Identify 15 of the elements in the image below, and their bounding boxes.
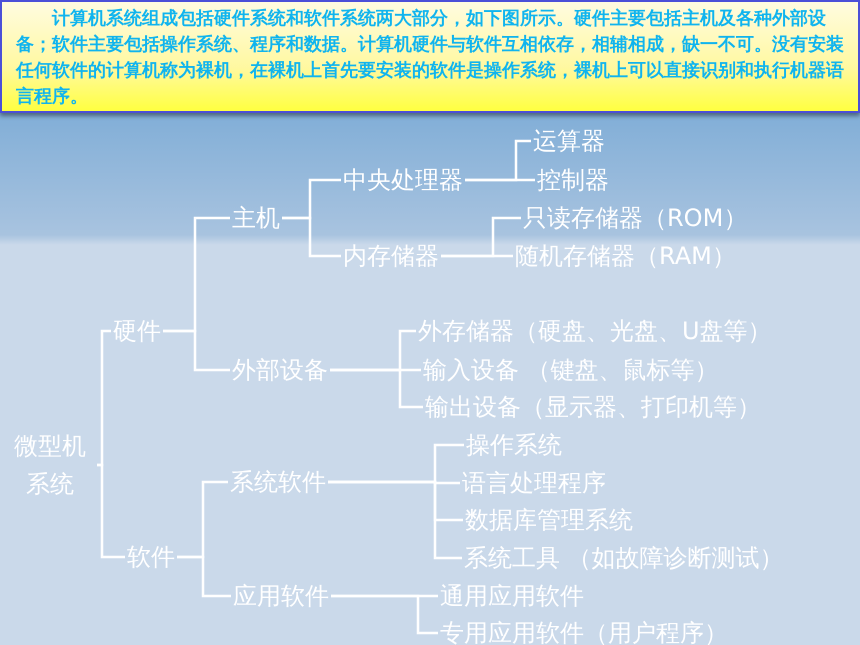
bracket-connector — [163, 330, 230, 372]
tree-label: 控制器 — [537, 163, 609, 197]
bracket-connector — [328, 480, 462, 560]
bracket-connector — [97, 464, 125, 558]
bracket-connector — [331, 594, 438, 634]
bracket-connector — [441, 254, 513, 258]
tree-label: 只读存储器（ROM） — [523, 201, 748, 235]
tree-label: 中央处理器 — [343, 163, 463, 197]
bracket-connector — [330, 368, 423, 408]
bracket-connector — [465, 178, 535, 182]
intro-paragraph: 计算机系统组成包括硬件系统和软件系统两大部分，如下图所示。硬件主要包括主机及各种外部设备；软件主要包括操作系统、程序和数据。计算机硬件与软件互相依存，相辅相成，缺一不可。没有安装任何软件的计算机称为裸机，在裸机上首先要安装的软件是操作系统，裸机上可以直接识别和执行机器语言程序。 — [16, 7, 844, 109]
tree-label: 主机 — [232, 201, 280, 235]
bracket-connector — [177, 556, 231, 598]
bracket-connector — [282, 216, 341, 258]
tree-label: 运算器 — [533, 124, 605, 158]
